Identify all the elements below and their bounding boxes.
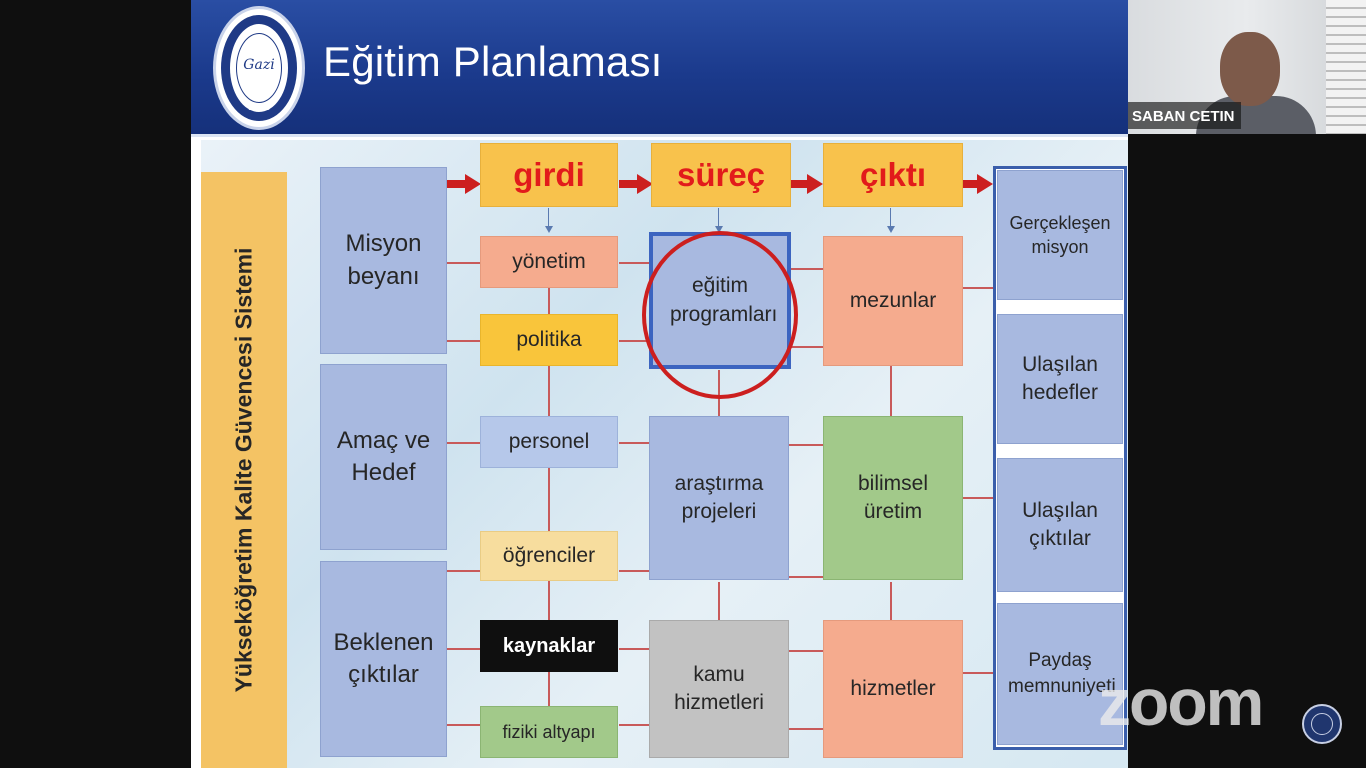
input-students: öğrenciler [480, 531, 618, 581]
result-stakeholder-satisfaction-label: Paydaş memnuniyeti [1008, 650, 1116, 697]
process-public-services: kamu hizmetleri [649, 620, 789, 758]
result-goals: Ulaşılan hedefler [997, 314, 1123, 444]
process-research-projects: araştırma projeleri [649, 416, 789, 580]
process-public-services-label: kamu hizmetleri [674, 662, 764, 714]
input-staff: personel [480, 416, 618, 468]
process-education-programs: eğitim programları [649, 232, 791, 369]
logo-year: 1926 [247, 103, 271, 113]
result-goals-label: Ulaşılan hedefler [1022, 352, 1098, 404]
participant-name: SABAN CETIN [1128, 102, 1241, 129]
university-logo: Gazi 1926 [213, 6, 305, 130]
input-resources: kaynaklar [480, 620, 618, 672]
participant-video[interactable]: SABAN CETIN [1128, 0, 1366, 134]
logo-script: Gazi [243, 57, 275, 73]
header-input: girdi [480, 143, 618, 207]
input-infrastructure: fiziki altyapı [480, 706, 618, 758]
result-mission: Gerçekleşen misyon [997, 170, 1123, 300]
process-research-projects-label: araştırma projeleri [674, 471, 764, 523]
input-policy: politika [480, 314, 618, 366]
process-education-programs-label: eğitim programları [670, 274, 778, 326]
output-graduates: mezunlar [823, 236, 963, 366]
goals-box: Amaç ve Hedef [320, 364, 447, 550]
highlight-circle [642, 231, 798, 399]
window-blind [1326, 0, 1366, 134]
mission-statement-box: Misyon beyanı [320, 167, 447, 354]
output-scientific-production-label: bilimsel üretim [857, 471, 928, 523]
result-outputs: Ulaşılan çıktılar [997, 458, 1123, 592]
input-management: yönetim [480, 236, 618, 288]
output-services: hizmetler [823, 620, 963, 758]
output-scientific-production: bilimsel üretim [823, 416, 963, 580]
expected-outputs-box: Beklenen çıktılar [320, 561, 447, 757]
header-output: çıktı [823, 143, 963, 207]
header-process: süreç [651, 143, 791, 207]
university-badge-icon [1302, 704, 1342, 744]
side-label-bar: Yükseköğretim Kalite Güvencesi Sistemi [201, 172, 287, 768]
result-stakeholder-satisfaction: Paydaş memnuniyeti [997, 603, 1123, 745]
participant-head [1220, 32, 1280, 106]
presentation-slide: Gazi 1926 Eğitim Planlaması Yükseköğreti… [191, 0, 1128, 768]
zoom-watermark: zoom [1098, 665, 1264, 739]
result-outputs-label: Ulaşılan çıktılar [1022, 498, 1098, 550]
side-label: Yükseköğretim Kalite Güvencesi Sistemi [230, 247, 257, 693]
slide-title: Eğitim Planlaması [323, 38, 663, 85]
slide-header [191, 0, 1128, 136]
header-divider [191, 134, 1128, 137]
